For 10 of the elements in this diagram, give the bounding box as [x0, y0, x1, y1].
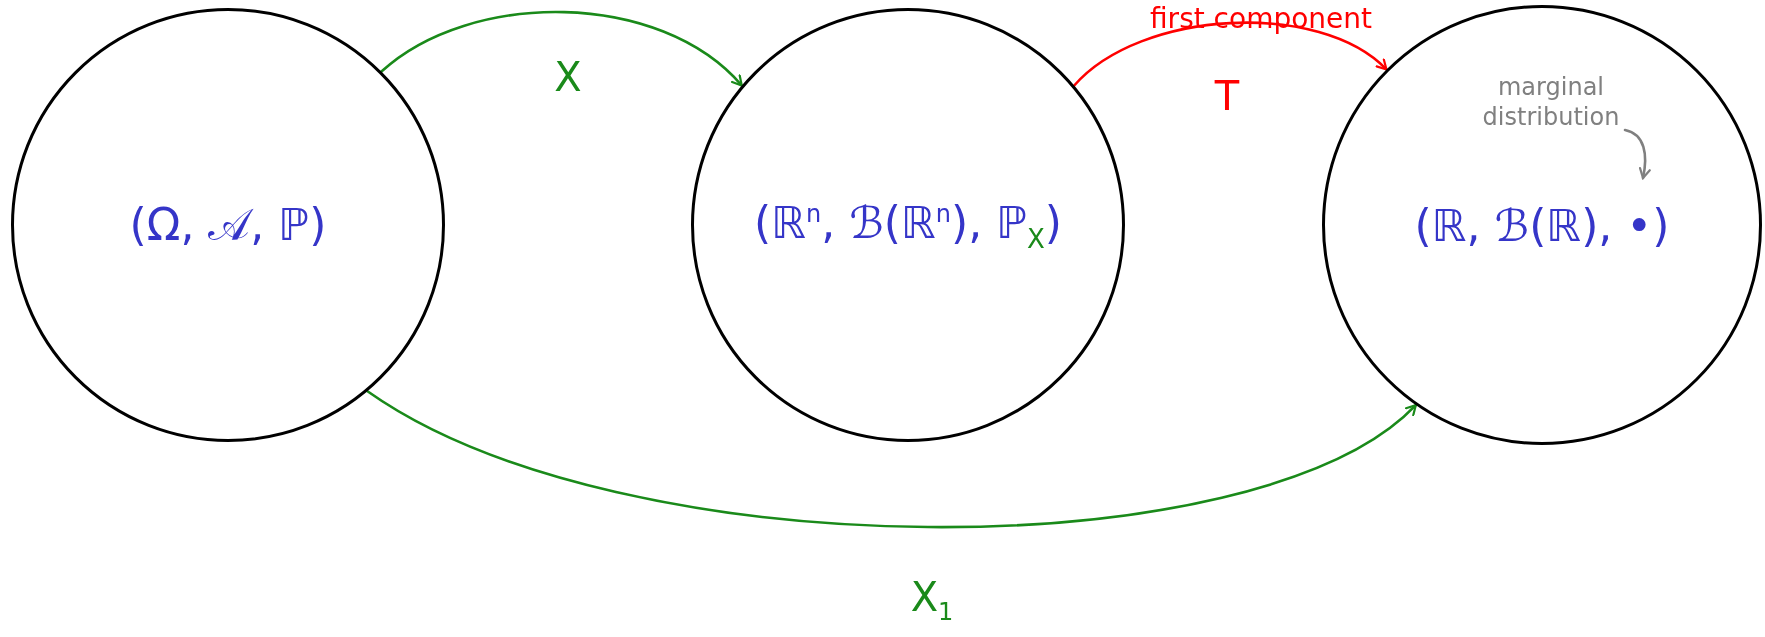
- set-circle: [691, 8, 1125, 442]
- mapping-arrow: [1072, 21, 1388, 87]
- mapping-arrow: [366, 389, 1418, 529]
- annotation-text: marginal distribution: [1456, 72, 1646, 132]
- math-expression: (ℝ, ℬ(ℝ), •): [1414, 199, 1670, 251]
- math-expression: (Ω, 𝒜, ℙ): [129, 199, 327, 251]
- leader-arrow: [1623, 128, 1651, 180]
- math-expression: (ℝ$^{n}$, ℬ(ℝ$^{n}$), ℙ$_{X}$): [754, 196, 1062, 254]
- mapping-arrow: [380, 10, 744, 87]
- set-circle: [11, 8, 445, 442]
